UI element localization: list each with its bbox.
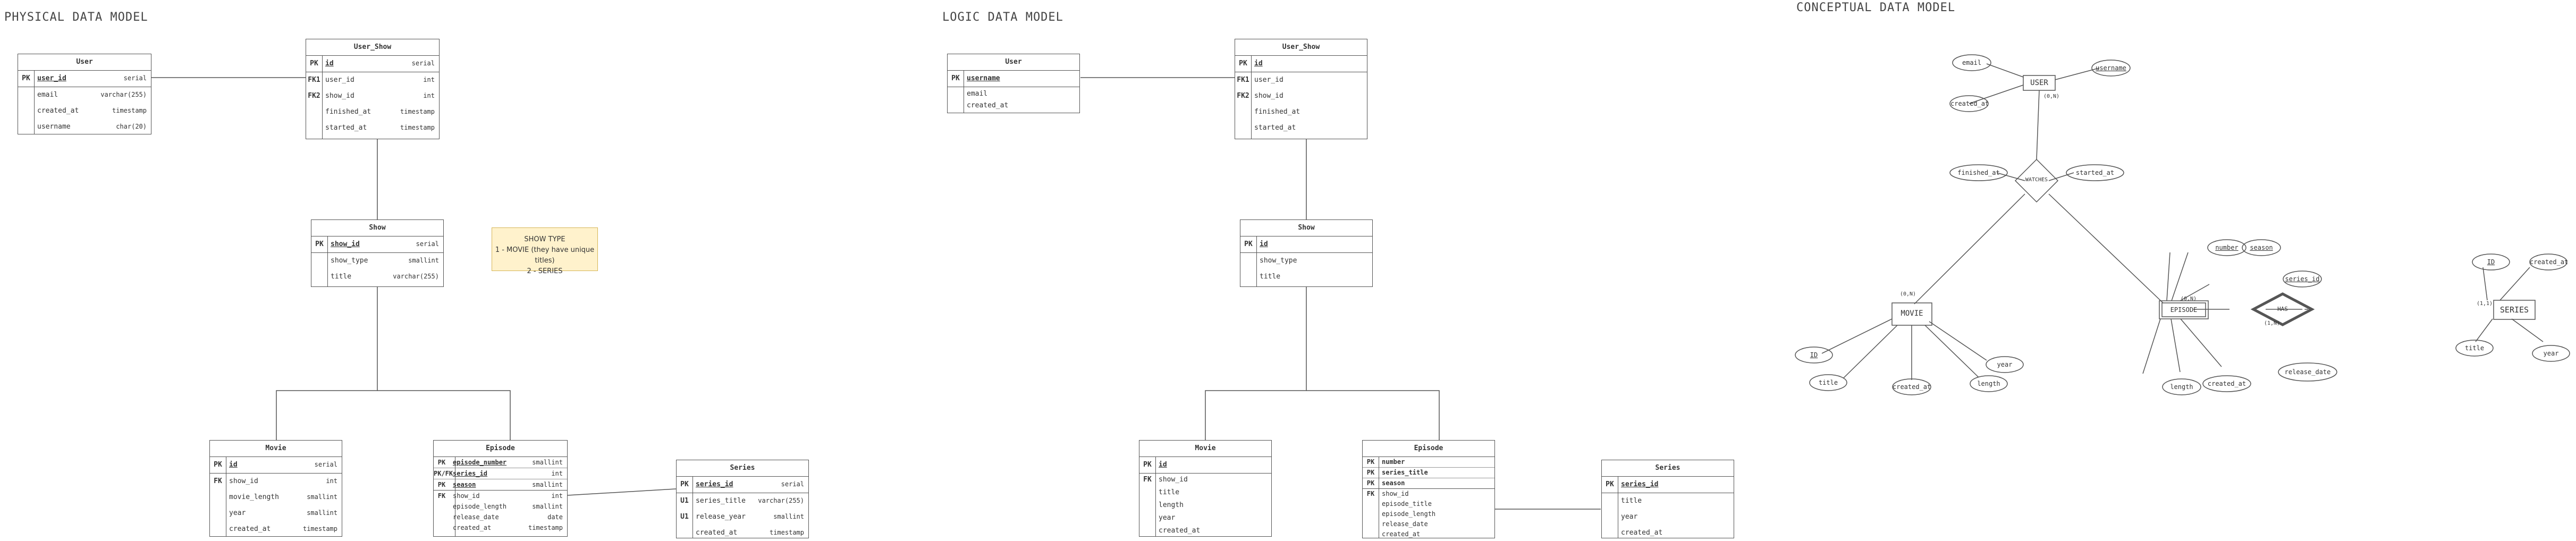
table-title: User [18, 54, 151, 71]
rel-has: HAS [2277, 306, 2288, 312]
attr-ep-created: created_at [2207, 380, 2246, 387]
attr-series-created: created_at [2530, 258, 2569, 266]
attr-user-email: email [1962, 59, 1982, 66]
conceptual-title: CONCEPTUAL DATA MODEL [1796, 1, 1956, 14]
attr-movie-length: length [1977, 380, 2000, 387]
table-title: Show [1240, 220, 1372, 236]
table-title: Movie [210, 441, 342, 457]
table-title: User_Show [306, 39, 439, 56]
table-title: Movie [1139, 441, 1271, 457]
logical-title: LOGIC DATA MODEL [942, 11, 1063, 24]
card-user: (0,N) [2043, 94, 2060, 99]
entity-series: SERIES [2499, 305, 2529, 315]
entity-movie: MOVIE [1901, 309, 1923, 318]
table-title: Series [1602, 460, 1734, 477]
attr-ep-season: season [2250, 244, 2273, 251]
card-series-has: (1,1) [2476, 301, 2493, 307]
show-type-note: SHOW TYPE 1 - MOVIE (they have unique ti… [492, 227, 598, 275]
table-title: Show [311, 220, 443, 236]
attr-series-id: ID [2487, 258, 2495, 266]
card-episode-w: (0,N) [2180, 296, 2197, 302]
table-title: Series [677, 460, 808, 477]
attr-series-title: title [2464, 344, 2485, 352]
table-title: User [948, 54, 1079, 71]
attr-ep-series-id: series_id [2285, 275, 2320, 283]
entity-episode: EPISODE [2170, 306, 2198, 314]
card-episode-has: (1,N) [2263, 320, 2281, 326]
physical-title: PHYSICAL DATA MODEL [4, 11, 148, 24]
attr-user-username: username [2096, 64, 2126, 72]
attr-movie-year: year [1997, 361, 2013, 368]
attr-finished: finished_at [1957, 169, 2000, 176]
table-title: Episode [1363, 441, 1494, 457]
attr-ep-number: number [2215, 244, 2239, 251]
attr-movie-title: title [1818, 379, 1838, 386]
attr-started: started_at [2075, 169, 2115, 176]
attr-ep-release: release_date [2284, 368, 2331, 376]
attr-ep-length: length [2170, 383, 2193, 391]
table-title: User_Show [1235, 39, 1367, 56]
rel-watches: WATCHES [2025, 177, 2048, 183]
attr-series-year: year [2543, 350, 2559, 357]
attr-user-created: created_at [1950, 100, 1989, 107]
entity-user: USER [2030, 79, 2048, 87]
card-movie: (0,N) [1899, 291, 1916, 297]
attr-movie-created: created_at [1893, 383, 1931, 391]
attr-movie-id: ID [1810, 351, 1818, 359]
table-title: Episode [434, 441, 567, 457]
